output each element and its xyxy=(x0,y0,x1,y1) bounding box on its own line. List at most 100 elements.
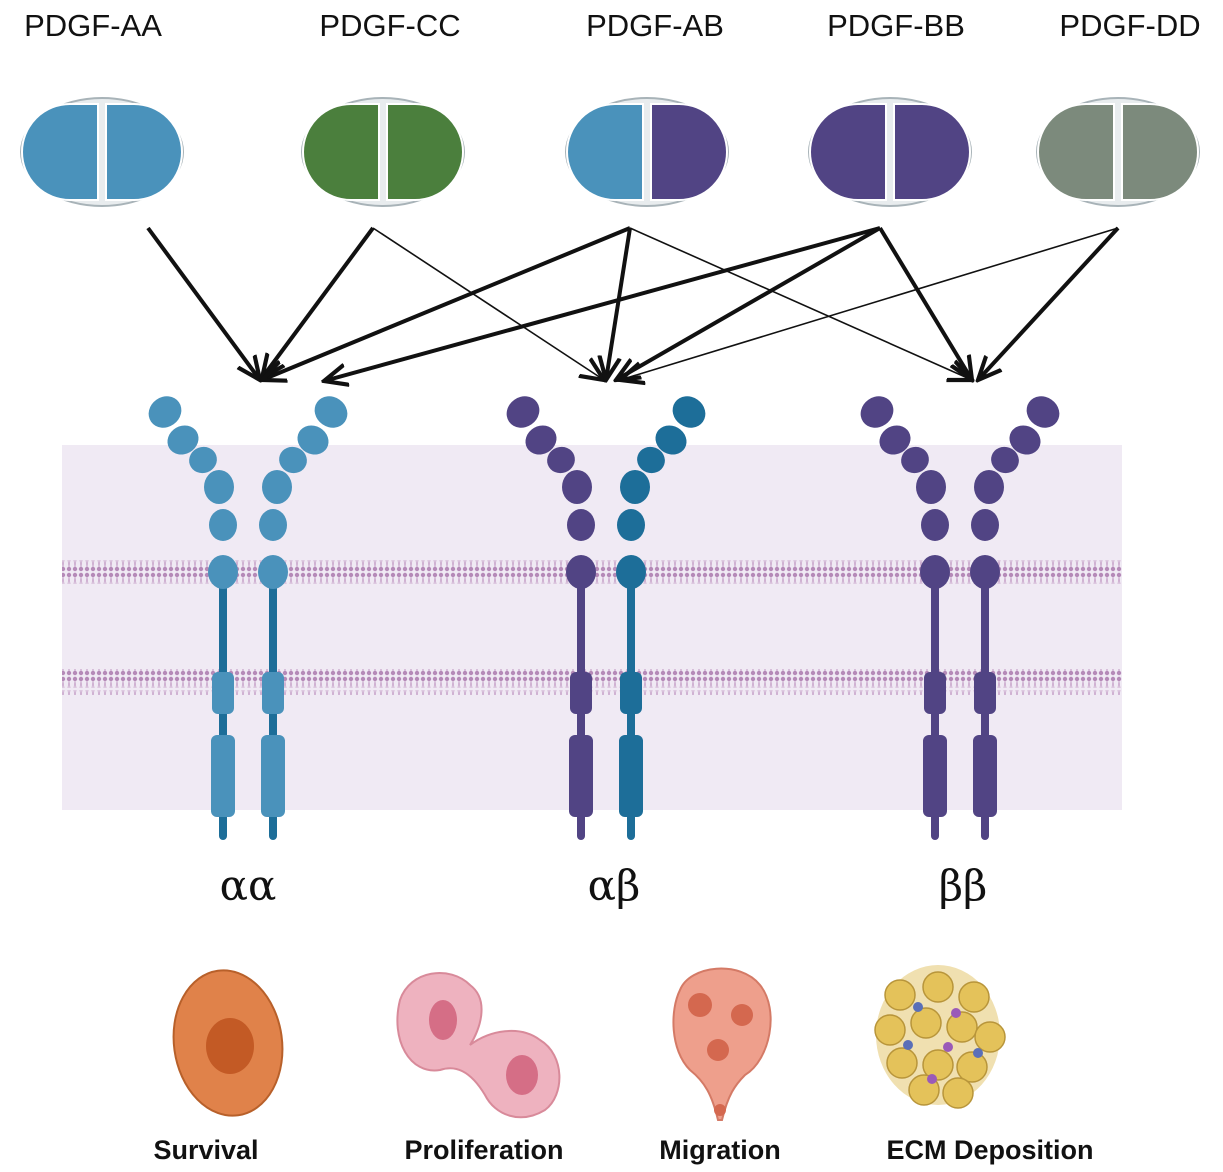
effect-label: Survival xyxy=(153,1135,258,1165)
receptor-dimer-1: αβ xyxy=(506,396,706,910)
ligand-right-chain xyxy=(105,103,183,201)
ig-domain xyxy=(148,396,182,428)
ig-domain xyxy=(655,425,687,455)
ecm-fiber-bundle xyxy=(874,1014,906,1046)
ligand-left-chain xyxy=(809,103,887,201)
kinase-domain xyxy=(923,735,947,817)
ligand-label: PDGF-AB xyxy=(586,8,724,43)
ig-domain xyxy=(920,555,950,589)
binding-arrow-strong xyxy=(606,227,632,380)
ligand-label: PDGF-CC xyxy=(319,8,460,43)
kinase-domain xyxy=(619,735,643,817)
ig-domain xyxy=(637,446,665,474)
ligand-left-chain xyxy=(302,103,380,201)
ig-domain xyxy=(506,396,540,428)
ecm-fiber-bundle xyxy=(946,1011,978,1043)
ligand-right-chain xyxy=(893,103,971,201)
ig-domain xyxy=(916,470,946,504)
ecm-fiber-bundle xyxy=(956,1051,988,1083)
ecm-protein-dot xyxy=(973,1048,983,1058)
ecm-protein-dot xyxy=(903,1040,913,1050)
receptor-dimer-0: αα xyxy=(148,396,348,910)
ig-domain xyxy=(901,446,929,474)
receptor-label: ββ xyxy=(939,861,988,910)
receptor-label: αβ xyxy=(588,861,641,910)
juxtamembrane-domain xyxy=(570,672,592,714)
effect-label: Migration xyxy=(659,1135,781,1165)
ig-domain xyxy=(1009,425,1041,455)
juxtamembrane-domain xyxy=(974,672,996,714)
ig-domain xyxy=(991,446,1019,474)
ig-domain xyxy=(167,425,199,455)
ig-domain xyxy=(208,555,238,589)
ig-domain xyxy=(189,446,217,474)
receptor-right-chain xyxy=(616,396,706,840)
ecm-deposition-icon: ECM Deposition xyxy=(874,965,1094,1165)
kinase-domain xyxy=(211,735,235,817)
ligand-label: PDGF-DD xyxy=(1059,8,1200,43)
cell-nucleus xyxy=(707,1039,729,1061)
ligand-left-chain xyxy=(21,103,99,201)
ig-domain xyxy=(616,555,646,589)
juxtamembrane-domain xyxy=(924,672,946,714)
ig-domain xyxy=(259,509,287,541)
binding-arrow-weak xyxy=(629,227,972,380)
ecm-protein-dot xyxy=(943,1042,953,1052)
kinase-domain xyxy=(261,735,285,817)
ig-domain xyxy=(617,509,645,541)
ig-domain xyxy=(567,509,595,541)
ig-domain xyxy=(620,470,650,504)
binding-arrow-strong xyxy=(878,226,972,380)
ig-domain xyxy=(970,555,1000,589)
receptor-dimer-2: ββ xyxy=(860,396,1060,910)
ecm-fiber-bundle xyxy=(886,1047,918,1079)
ligand-right-chain xyxy=(1121,103,1199,201)
ig-domain xyxy=(204,470,234,504)
ecm-fiber-bundle xyxy=(958,981,990,1013)
ig-domain xyxy=(297,425,329,455)
binding-arrow-strong xyxy=(262,226,631,380)
ig-domain xyxy=(860,396,894,428)
ligand-right-chain xyxy=(650,103,728,201)
ligand-pdgf-bb: PDGF-BB xyxy=(808,8,972,207)
ligand-pdgf-cc: PDGF-CC xyxy=(301,8,465,207)
ecm-fiber-bundle xyxy=(884,979,916,1011)
cell-nucleus xyxy=(506,1055,538,1095)
binding-arrow-strong xyxy=(978,226,1120,380)
ligand-pdgf-aa: PDGF-AA xyxy=(20,8,184,207)
ecm-fiber-bundle xyxy=(922,971,954,1003)
ig-domain xyxy=(974,470,1004,504)
survival-cell-icon: Survival xyxy=(153,969,284,1165)
migration-tip xyxy=(714,1104,726,1116)
cell-nucleus xyxy=(688,993,712,1017)
cell-nucleus xyxy=(731,1004,753,1026)
ligand-label: PDGF-AA xyxy=(24,8,162,43)
juxtamembrane-domain xyxy=(212,672,234,714)
ig-domain xyxy=(262,470,292,504)
ig-domain xyxy=(547,446,575,474)
dividing-cell xyxy=(396,972,561,1119)
binding-arrows xyxy=(146,226,1120,381)
ig-domain xyxy=(566,555,596,589)
receptor-label: αα xyxy=(220,861,277,910)
cell-nucleus xyxy=(206,1018,254,1074)
ig-domain xyxy=(1026,396,1060,428)
ig-domain xyxy=(672,396,706,428)
ligand-right-chain xyxy=(386,103,464,201)
receptor-left-chain xyxy=(860,396,950,840)
proliferating-cell-icon: Proliferation xyxy=(396,972,564,1165)
binding-arrow-strong xyxy=(146,226,260,380)
binding-arrow-weak xyxy=(372,227,604,380)
ecm-fiber-bundle xyxy=(942,1077,974,1109)
receptor-left-chain xyxy=(506,396,596,840)
ecm-fiber-bundle xyxy=(974,1021,1006,1053)
cell-nucleus xyxy=(429,1000,457,1040)
receptor-right-chain xyxy=(258,396,348,840)
ligand-left-chain xyxy=(1037,103,1115,201)
ig-domain xyxy=(971,509,999,541)
ligand-pdgf-dd: PDGF-DD xyxy=(1036,8,1201,207)
ligand-pdgf-ab: PDGF-AB xyxy=(565,8,729,207)
juxtamembrane-domain xyxy=(620,672,642,714)
